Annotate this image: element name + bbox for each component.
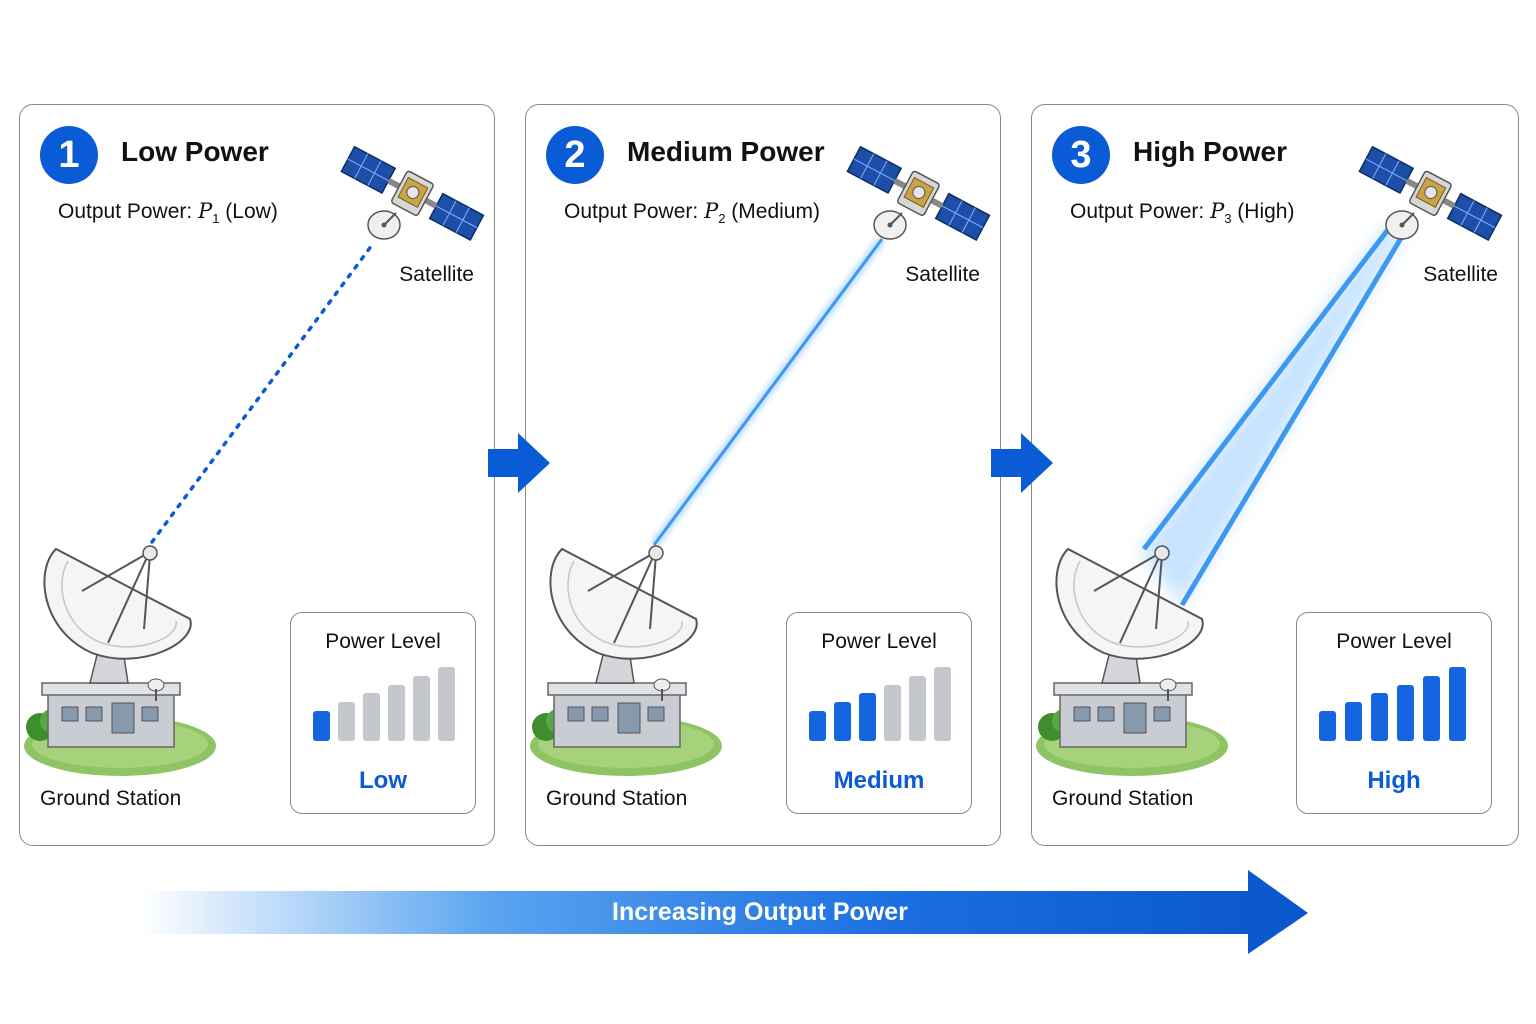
power-level-gauge: Power Level Medium	[786, 612, 972, 814]
satellite-label: Satellite	[1423, 263, 1498, 286]
panel-title: Medium Power	[627, 136, 825, 167]
satellite-dish-icon	[1032, 531, 1232, 781]
power-bar-6	[934, 667, 951, 741]
output-power-text: Output Power: P3 (High)	[1070, 199, 1294, 226]
power-level-value: Medium	[833, 767, 925, 794]
output-power-prefix: Output Power:	[1070, 200, 1205, 223]
power-subscript: 1	[212, 211, 220, 227]
output-power-level: (Low)	[225, 200, 278, 223]
panel-low-power: 1 Low Power Output Power: P1 (Low) Satel…	[19, 104, 495, 846]
output-power-prefix: Output Power:	[564, 200, 699, 223]
power-level-value: High	[1367, 767, 1421, 794]
ground-station-label: Ground Station	[40, 787, 182, 810]
increasing-power-label: Increasing Output Power	[612, 898, 908, 926]
power-bar-3	[859, 693, 876, 741]
power-symbol: P	[704, 199, 719, 223]
power-level-title: Power Level	[1336, 630, 1452, 653]
output-power-level: (Medium)	[731, 200, 820, 223]
signal-beam-wide	[1140, 225, 1407, 607]
step-number-badge: 3	[1052, 126, 1110, 184]
satellite-icon	[336, 141, 486, 251]
power-bar-2	[834, 702, 851, 741]
power-bar-4	[388, 684, 405, 741]
power-bar-5	[413, 675, 430, 741]
power-subscript: 2	[718, 211, 726, 227]
power-bar-5	[1423, 675, 1440, 741]
power-level-gauge: Power Level Low	[290, 612, 476, 814]
power-bar-5	[909, 675, 926, 741]
satellite-icon	[842, 141, 992, 251]
output-power-level: (High)	[1237, 200, 1295, 223]
power-level-gauge: Power Level High	[1296, 612, 1492, 814]
satellite-label: Satellite	[399, 263, 474, 286]
right-arrow-icon	[488, 433, 550, 493]
power-symbol: P	[1210, 199, 1225, 223]
power-bar-6	[1449, 667, 1466, 741]
power-bar-3	[363, 693, 380, 741]
power-level-title: Power Level	[325, 630, 441, 653]
output-power-text: Output Power: P1 (Low)	[58, 199, 278, 226]
step-number-badge: 2	[546, 126, 604, 184]
panel-title: Low Power	[121, 136, 269, 167]
power-bar-4	[1397, 684, 1414, 741]
power-bar-1	[313, 711, 330, 741]
panel-title: High Power	[1133, 136, 1288, 167]
power-bar-4	[884, 684, 901, 741]
satellite-dish-icon	[20, 531, 220, 781]
signal-beam-dotted	[150, 243, 374, 544]
power-bar-1	[1319, 711, 1336, 741]
power-bar-1	[809, 711, 826, 741]
panel-medium-power: 2 Medium Power Output Power: P2 (Medium)…	[525, 104, 1001, 846]
output-power-text: Output Power: P2 (Medium)	[564, 199, 820, 226]
signal-beam-single	[650, 236, 886, 548]
power-level-title: Power Level	[821, 630, 937, 653]
step-number-badge: 1	[40, 126, 98, 184]
increasing-power-arrow	[140, 870, 1308, 954]
ground-station-label: Ground Station	[546, 787, 688, 810]
power-symbol: P	[198, 199, 213, 223]
power-bar-6	[438, 667, 455, 741]
power-level-value: Low	[359, 767, 407, 794]
right-arrow-icon	[991, 433, 1053, 493]
satellite-icon	[1354, 141, 1504, 251]
panel-high-power: 3 High Power Output Power: P3 (High) Sat…	[1031, 104, 1519, 846]
power-bar-2	[338, 702, 355, 741]
power-bar-3	[1371, 693, 1388, 741]
output-power-prefix: Output Power:	[58, 200, 193, 223]
ground-station-label: Ground Station	[1052, 787, 1194, 810]
power-bar-2	[1345, 702, 1362, 741]
satellite-dish-icon	[526, 531, 726, 781]
power-subscript: 3	[1224, 211, 1232, 227]
satellite-label: Satellite	[905, 263, 980, 286]
